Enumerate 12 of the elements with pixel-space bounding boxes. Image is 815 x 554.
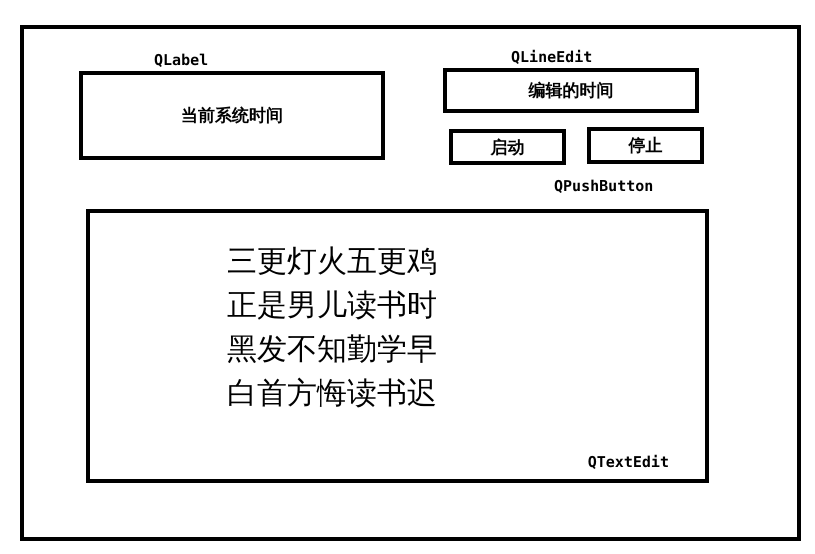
widget-class-label: QLabel	[154, 51, 208, 69]
widget-class-label: QTextEdit	[588, 453, 669, 471]
poem-line: 三更灯火五更鸡	[227, 245, 437, 279]
widget-class-label: QPushButton	[554, 177, 654, 195]
button-text: 停止	[628, 135, 662, 157]
poem-line: 黑发不知勤学早	[227, 333, 437, 367]
button-text: 启动	[490, 136, 524, 158]
poem-line: 白首方悔读书迟	[227, 377, 437, 411]
poem-line: 正是男儿读书时	[227, 289, 437, 323]
widget-text: 当前系统时间	[181, 105, 283, 127]
widget-text: 编辑的时间	[528, 80, 614, 102]
widget-class-label: QLineEdit	[511, 48, 592, 66]
